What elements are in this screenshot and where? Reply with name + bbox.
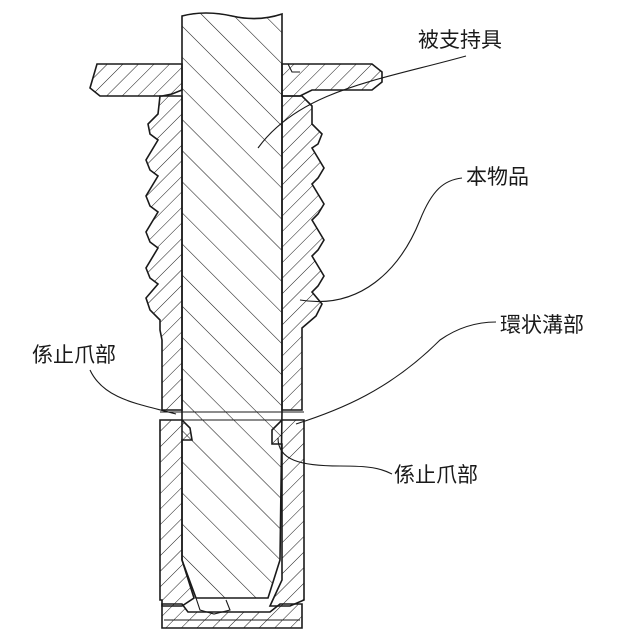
label-supported-tool: 被支持具 [418, 28, 502, 52]
leader-annular-groove [296, 322, 496, 424]
flange-right [282, 64, 382, 96]
label-claw-left: 係止爪部 [32, 343, 116, 367]
body-wall-left [146, 96, 182, 410]
label-claw-right: 係止爪部 [394, 463, 478, 487]
flange-left [90, 64, 182, 96]
support-pin [182, 13, 282, 598]
label-main-article: 本物品 [466, 165, 529, 189]
body-wall-right [282, 96, 324, 410]
label-annular-groove: 環状溝部 [500, 313, 584, 337]
